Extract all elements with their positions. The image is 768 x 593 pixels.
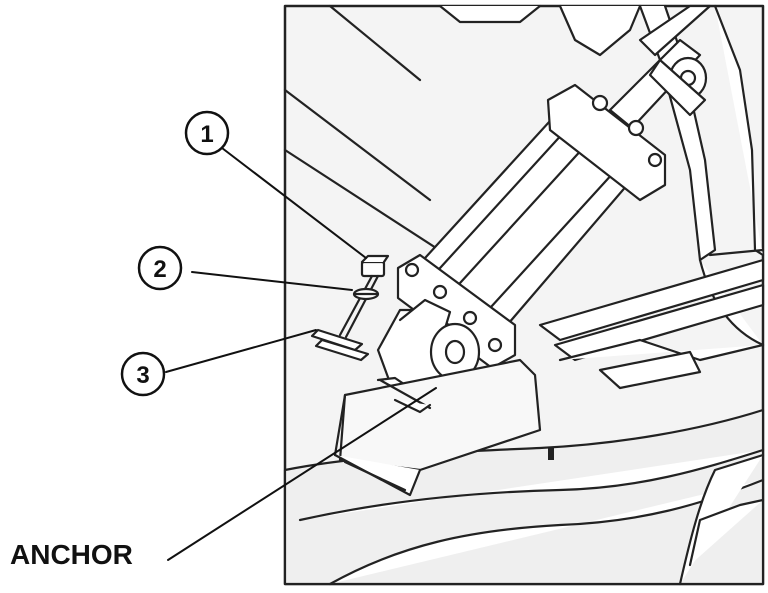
callout-circle <box>120 351 166 397</box>
callout-circle <box>184 110 230 156</box>
leader-line-1 <box>221 147 367 259</box>
callout-3: 3 <box>120 351 166 397</box>
lock-washer <box>352 287 380 301</box>
leader-lines <box>165 147 437 561</box>
leader-line-anchor <box>167 387 437 561</box>
bolt <box>338 254 390 339</box>
machine-frame <box>283 4 765 586</box>
hydraulic-cylinder <box>396 4 712 370</box>
callout-2: 2 <box>137 245 183 291</box>
callout-number-3: 3 <box>136 362 149 389</box>
anchor-label: ANCHOR <box>10 539 133 570</box>
leader-line-3 <box>165 329 317 373</box>
anchor-bracket <box>333 298 554 497</box>
callout-number-2: 2 <box>153 256 166 283</box>
leader-line-2 <box>191 271 353 291</box>
callout-number-1: 1 <box>200 121 213 148</box>
shims <box>310 328 370 362</box>
callout-circle <box>137 245 183 291</box>
callout-1: 1 <box>184 110 230 156</box>
